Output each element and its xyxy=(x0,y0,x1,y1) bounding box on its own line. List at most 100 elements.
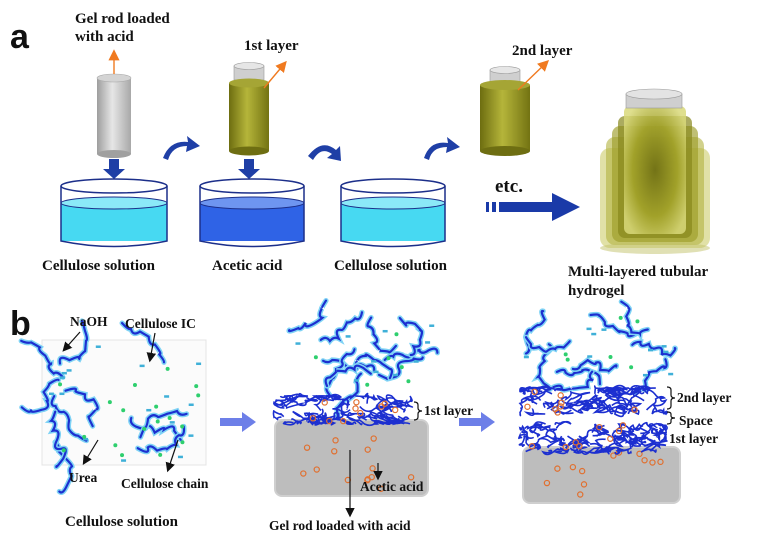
acid-dot xyxy=(364,477,371,484)
mesh-strand xyxy=(279,395,307,407)
acid-dot xyxy=(580,481,588,488)
naoh-dot xyxy=(429,324,435,327)
mesh-strand xyxy=(628,427,658,447)
urea-dot xyxy=(154,404,159,409)
acid-dot xyxy=(607,435,614,442)
acid-dot xyxy=(558,399,565,406)
cellulose-chain xyxy=(48,410,67,469)
curved-arrows xyxy=(163,136,460,161)
first-layer-mesh-right xyxy=(518,420,668,456)
cellulose-chain xyxy=(319,311,364,343)
urea-dot xyxy=(629,365,634,370)
label-acetic-acid: Acetic acid xyxy=(360,479,424,494)
mesh-strand xyxy=(307,411,327,421)
naoh-dot xyxy=(601,328,607,331)
acid-dot xyxy=(300,470,307,477)
bracket-space xyxy=(666,411,676,425)
urea-dot xyxy=(180,424,185,429)
cellulose-chain xyxy=(631,340,677,357)
acid-dot xyxy=(649,459,656,466)
naoh-dot xyxy=(353,379,359,382)
label-urea: Urea xyxy=(69,470,98,485)
mesh-strand xyxy=(346,411,366,426)
mesh-strand xyxy=(572,429,600,447)
label-second-layer-a: 2nd layer xyxy=(512,43,573,59)
acid-dot xyxy=(377,485,385,492)
mesh-strand xyxy=(558,397,574,410)
cellulose-chain xyxy=(589,313,638,338)
urea-dot xyxy=(58,382,63,387)
mesh-strand xyxy=(565,391,591,410)
naoh-dot xyxy=(295,342,301,345)
naoh-dot xyxy=(393,373,399,377)
acid-dot xyxy=(543,479,551,487)
acid-dot xyxy=(332,437,339,444)
mesh-strand xyxy=(534,421,558,441)
curved-arrow-2 xyxy=(308,145,341,161)
urea-dot xyxy=(107,400,112,405)
urea-dot xyxy=(365,382,370,387)
mesh-strand xyxy=(617,396,633,408)
acid-dot xyxy=(407,474,415,481)
cellulose-chain xyxy=(377,356,424,381)
label-gel-rod-line2: with acid xyxy=(75,29,134,45)
label-gel-rod-line1: Gel rod loaded xyxy=(75,11,170,27)
cellulose-chain xyxy=(58,319,89,365)
mesh-strand xyxy=(332,403,356,417)
naoh-dot xyxy=(371,360,377,363)
mesh-strand xyxy=(650,428,665,442)
mesh-strand xyxy=(589,442,603,454)
mesh-strand xyxy=(518,432,529,441)
mesh-strand xyxy=(273,399,305,410)
acid-dot xyxy=(557,392,564,399)
beaker-cellulose-1 xyxy=(60,178,168,248)
bracket-second-layer xyxy=(666,386,676,410)
mesh-strand xyxy=(626,433,639,444)
acid-dot xyxy=(321,399,328,406)
bracket-first-layer-mid xyxy=(413,401,423,421)
urea-dot xyxy=(113,443,118,448)
naoh-dot xyxy=(591,332,597,336)
naoh-dot xyxy=(146,408,152,412)
pointer-first-layer xyxy=(263,60,287,89)
label-second-layer-b: 2nd layer xyxy=(677,390,732,405)
etc-arrow xyxy=(486,193,580,221)
acid-dot xyxy=(381,400,388,407)
rod-first-layer xyxy=(229,62,269,156)
naoh-dot xyxy=(164,395,170,398)
mesh-strand xyxy=(596,402,643,414)
acid-dot xyxy=(636,450,643,458)
mesh-strand xyxy=(612,429,627,448)
urea-dot xyxy=(608,354,613,359)
dip-arrow-1 xyxy=(103,159,125,179)
solution-dots xyxy=(48,345,202,462)
acid-dot xyxy=(357,409,364,417)
mesh-strand xyxy=(577,438,606,454)
label-cellulose-ic: Cellulose IC xyxy=(125,316,196,331)
naoh-dot xyxy=(59,392,65,396)
cellulose-chain xyxy=(324,364,372,388)
label-step-2: Acetic acid xyxy=(212,258,283,274)
mesh-strand xyxy=(605,386,625,396)
mesh-strand xyxy=(541,448,569,456)
mesh-strand xyxy=(525,443,542,453)
acid-dot xyxy=(610,452,617,459)
mesh-strand xyxy=(573,394,599,404)
mesh-strand xyxy=(634,385,656,395)
label-gel-rod-b: Gel rod loaded with acid xyxy=(269,518,411,533)
label-pointers xyxy=(62,331,383,518)
cellulose-chain xyxy=(398,316,424,357)
cellulose-chain xyxy=(571,358,618,373)
transition-arrow-1 xyxy=(220,412,256,432)
mesh-strand xyxy=(524,422,544,430)
naoh-dot xyxy=(188,434,194,437)
urea-dot xyxy=(406,379,411,384)
acid-dot xyxy=(339,417,347,425)
urea-dot xyxy=(61,448,66,453)
urea-dot xyxy=(635,319,640,324)
naoh-dot xyxy=(661,345,667,348)
naoh-dot xyxy=(668,372,674,376)
mesh-strand xyxy=(291,416,322,425)
acid-dot xyxy=(309,415,317,422)
